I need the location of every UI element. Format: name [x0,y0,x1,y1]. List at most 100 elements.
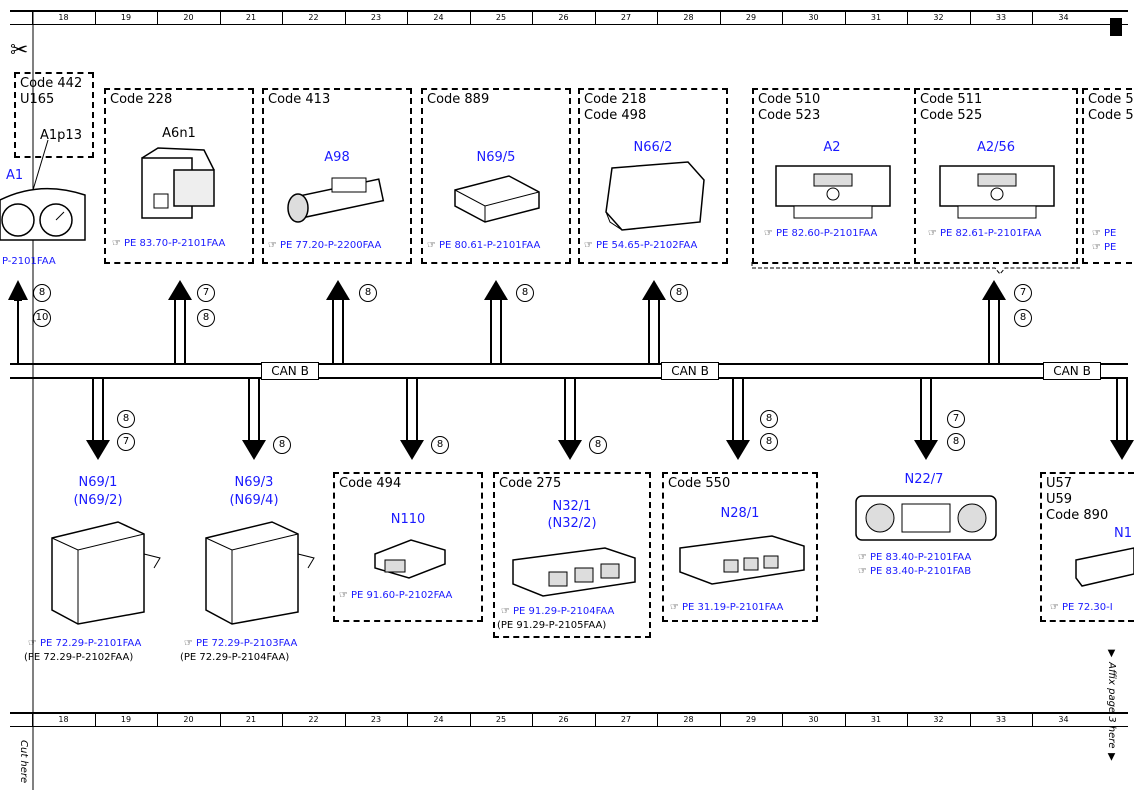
right-partial-ref-1: ☞PE [1092,228,1117,239]
ruler-tick: 27 [594,714,657,726]
n69-1-ref-2: (PE 72.29-P-2102FAA) [24,652,134,663]
ruler-tick: 29 [719,714,782,726]
ruler-tick: 22 [282,12,344,24]
a98-motor-icon [287,177,385,223]
ruler-tick: 20 [157,12,219,24]
connector-n69-5 [490,300,502,364]
callout: 8 [760,410,778,428]
ruler-tick: 24 [407,12,469,24]
box-right-partial: Code 5 Code 5 ☞PE ☞PE [1082,88,1134,264]
callout: 8 [273,436,291,454]
box-code-890-code: U57 U59 Code 890 [1046,476,1109,523]
a98-ref: ☞PE 77.20-P-2200FAA [268,240,382,251]
right-partial-code: Code 5 Code 5 [1088,92,1134,123]
box-code-889-code: Code 889 [427,92,490,107]
box-code-413: Code 413 A98 ☞PE 77.20-P-2200FAA [262,88,412,264]
ruler-tick: 19 [94,714,157,726]
ruler-tick: 27 [594,12,657,24]
ruler-tick: 25 [469,714,532,726]
connector-n66-2 [648,300,660,364]
a1-ref: P-2101FAA [2,256,56,267]
connector-n28-1 [732,378,744,440]
n22-7-ref-1: ☞PE 83.40-P-2101FAA [858,552,972,563]
callout: 8 [760,433,778,451]
n69-3-ref-1: ☞PE 72.29-P-2103FAA [184,638,298,649]
box-code-890: U57 U59 Code 890 N1 ☞PE 72.30-I [1040,472,1134,622]
n28-1-ref: ☞PE 31.19-P-2101FAA [670,602,784,613]
scissors-icon: ✂ [10,38,29,63]
n69-5-module-icon [454,175,540,223]
box-code-228: Code 228 A6n1 ☞PE 83.70-P-2101FAA [104,88,254,264]
ruler-tick: 21 [219,12,282,24]
connector-n22-7 [920,378,932,440]
ruler-tick: 29 [719,12,782,24]
box-code-218-code: Code 218 Code 498 [584,92,647,123]
callout: 8 [197,309,215,327]
callout: 8 [431,436,449,454]
connector-n32-1 [564,378,576,440]
a6n1-module-icon [141,147,215,219]
n66-2-label: N66/2 [633,140,673,155]
connector-a1 [10,300,19,365]
n69-3-module-icon [205,521,315,625]
ruler-tick: 32 [907,12,969,24]
box-code-442-code: Code 442 U165 [20,76,83,107]
n28-1-module-icon [679,535,805,585]
box-code-550-code: Code 550 [668,476,731,491]
callout: 8 [947,433,965,451]
a2-label: A2 [823,140,841,155]
a1-label: A1 [6,168,24,183]
a2-radio-icon [775,165,891,219]
n32-1-label: N32/1 (N32/2) [547,499,597,531]
callout: 8 [589,436,607,454]
connector-a2 [988,300,1000,364]
connector-a6n1 [174,300,186,364]
box-code-510: Code 510 Code 523 A2 ☞PE 82.60-P-2101FAA [752,88,910,264]
ruler-tick: 31 [844,714,907,726]
n69-5-label: N69/5 [476,150,516,165]
a6n1-ref: ☞PE 83.70-P-2101FAA [112,238,226,249]
callout: 8 [1014,309,1032,327]
n1-module-icon [1075,547,1134,587]
n69-1-label: N69/1 (N69/2) [73,475,123,508]
ruler-tick: 32 [907,714,969,726]
ruler-tick: 31 [844,12,907,24]
callout: 10 [33,309,51,327]
box-code-228-code: Code 228 [110,92,173,107]
connector-n110 [406,378,418,440]
box-code-494-code: Code 494 [339,476,402,491]
callout: 7 [117,433,135,451]
can-b-label-1: CAN B [261,362,319,380]
ruler-tick: 21 [219,714,282,726]
n66-2-module-icon [605,161,705,231]
ruler-tick: 30 [782,12,844,24]
box-code-218: Code 218 Code 498 N66/2 ☞PE 54.65-P-2102… [578,88,728,264]
cut-here-label: Cut here [18,740,29,784]
ruler-tick: 34 [1032,714,1094,726]
n32-1-ref-2: (PE 91.29-P-2105FAA) [497,620,607,631]
box-code-494: Code 494 N110 ☞PE 91.60-P-2102FAA [333,472,483,622]
n32-1-ref-1: ☞PE 91.29-P-2104FAA [501,606,615,617]
box-code-413-code: Code 413 [268,92,331,107]
a1p13-label: A1p13 [40,128,82,143]
a6n1-label: A6n1 [162,126,196,141]
ruler-tick: 28 [657,714,719,726]
box-code-889: Code 889 N69/5 ☞PE 80.61-P-2101FAA [421,88,571,264]
ruler-tick: 30 [782,714,844,726]
a2-ref: ☞PE 82.60-P-2101FAA [764,228,878,239]
n69-3-label: N69/3 (N69/4) [229,475,279,508]
callout: 7 [197,284,215,302]
ruler-tick: 34 [1032,12,1094,24]
n28-1-label: N28/1 [720,506,760,521]
n110-label: N110 [390,512,426,527]
n32-1-module-icon [512,547,636,597]
ruler-tick: 23 [344,12,407,24]
n22-7-ref-2: ☞PE 83.40-P-2101FAB [858,566,972,577]
a2-56-ref: ☞PE 82.61-P-2101FAA [928,228,1042,239]
box-code-442: Code 442 U165 A1p13 [14,72,94,158]
n22-7-climate-control-icon [855,495,997,541]
ruler-tick: 25 [469,12,532,24]
instrument-cluster-icon [0,187,86,241]
